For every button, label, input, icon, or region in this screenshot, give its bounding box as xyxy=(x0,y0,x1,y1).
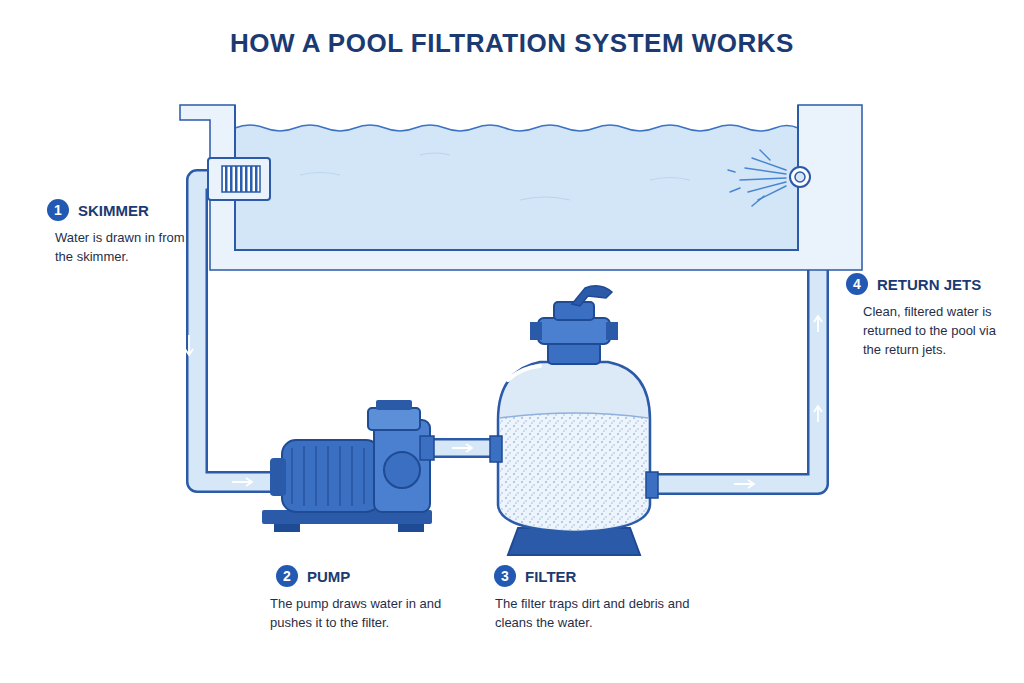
sand-filter xyxy=(498,362,650,532)
pump xyxy=(292,446,364,506)
return-jet xyxy=(740,178,786,180)
skimmer xyxy=(208,158,270,200)
pool xyxy=(180,105,862,270)
pump xyxy=(262,400,434,532)
callout-row: 4 RETURN JETS xyxy=(846,273,1003,295)
return-jet xyxy=(752,196,764,206)
flow-arrow xyxy=(452,444,472,452)
sand-filter xyxy=(548,342,600,364)
pool xyxy=(300,153,690,200)
pump xyxy=(292,446,364,506)
sand-filter xyxy=(508,366,540,380)
callout-number: 4 xyxy=(846,273,868,295)
return-jet xyxy=(748,182,786,192)
sand-filter xyxy=(606,322,618,340)
return-jet xyxy=(745,168,786,174)
flow-arrow xyxy=(734,480,754,488)
sand-filter xyxy=(572,286,612,306)
skimmer xyxy=(208,158,270,200)
callout-row: 1 SKIMMER xyxy=(47,199,195,221)
return-jet xyxy=(728,170,735,172)
diagram-title: HOW A POOL FILTRATION SYSTEM WORKS xyxy=(0,28,1024,59)
pump xyxy=(398,524,424,532)
callout: 1 SKIMMER Water is drawn in from the skimm… xyxy=(47,199,195,267)
callout-heading: RETURN JETS xyxy=(877,276,981,293)
sand-filter xyxy=(490,436,502,462)
sand-filter xyxy=(530,322,542,340)
callout: 3 FILTER The filter traps dirt and debris … xyxy=(494,565,710,633)
callout-row: 3 FILTER xyxy=(494,565,710,587)
callout: 2PUMPThe pump draws water in and pushes … xyxy=(276,565,460,633)
pump xyxy=(282,440,380,512)
sand-filter xyxy=(646,472,658,498)
sand-filter xyxy=(490,286,658,555)
callout-description: Clean, filtered water is returned to the… xyxy=(863,303,1003,360)
pump xyxy=(420,436,434,460)
callout-description: The filter traps dirt and debris and cle… xyxy=(495,595,710,633)
callout-number: 1 xyxy=(47,199,69,221)
return-jet xyxy=(730,188,740,192)
pool xyxy=(180,105,862,270)
callout-heading: PUMP xyxy=(307,568,350,585)
callout-number: 2 xyxy=(276,565,298,587)
return-jet xyxy=(790,167,810,187)
sand-filter xyxy=(538,318,610,344)
flow-arrow xyxy=(814,316,822,332)
skimmer xyxy=(222,166,260,192)
return-jet xyxy=(728,150,810,206)
pool xyxy=(235,125,798,131)
pool xyxy=(235,105,798,250)
callout-description: Water is drawn in from the skimmer. xyxy=(55,229,195,267)
pump xyxy=(376,400,412,410)
return-jet xyxy=(795,172,805,182)
sand-filter xyxy=(500,413,648,418)
return-jet xyxy=(760,150,770,160)
flow-arrow xyxy=(814,406,822,422)
pump xyxy=(368,408,420,430)
callout-heading: SKIMMER xyxy=(78,202,149,219)
pump xyxy=(270,458,286,496)
callout-description: The pump draws water in and pushes it to… xyxy=(270,595,460,633)
pool xyxy=(235,125,798,250)
flow-arrow xyxy=(232,478,252,486)
callout: 4 RETURN JETS Clean, filtered water is ret… xyxy=(846,273,1003,360)
callout-heading: FILTER xyxy=(525,568,576,585)
pump xyxy=(384,452,420,488)
sand-filter xyxy=(500,413,648,530)
pump xyxy=(374,420,430,512)
callout-number: 3 xyxy=(494,565,516,587)
return-jet xyxy=(728,150,786,206)
callout-row: 2 PUMP xyxy=(276,565,460,587)
pump xyxy=(274,524,300,532)
flow-arrow xyxy=(185,335,193,355)
